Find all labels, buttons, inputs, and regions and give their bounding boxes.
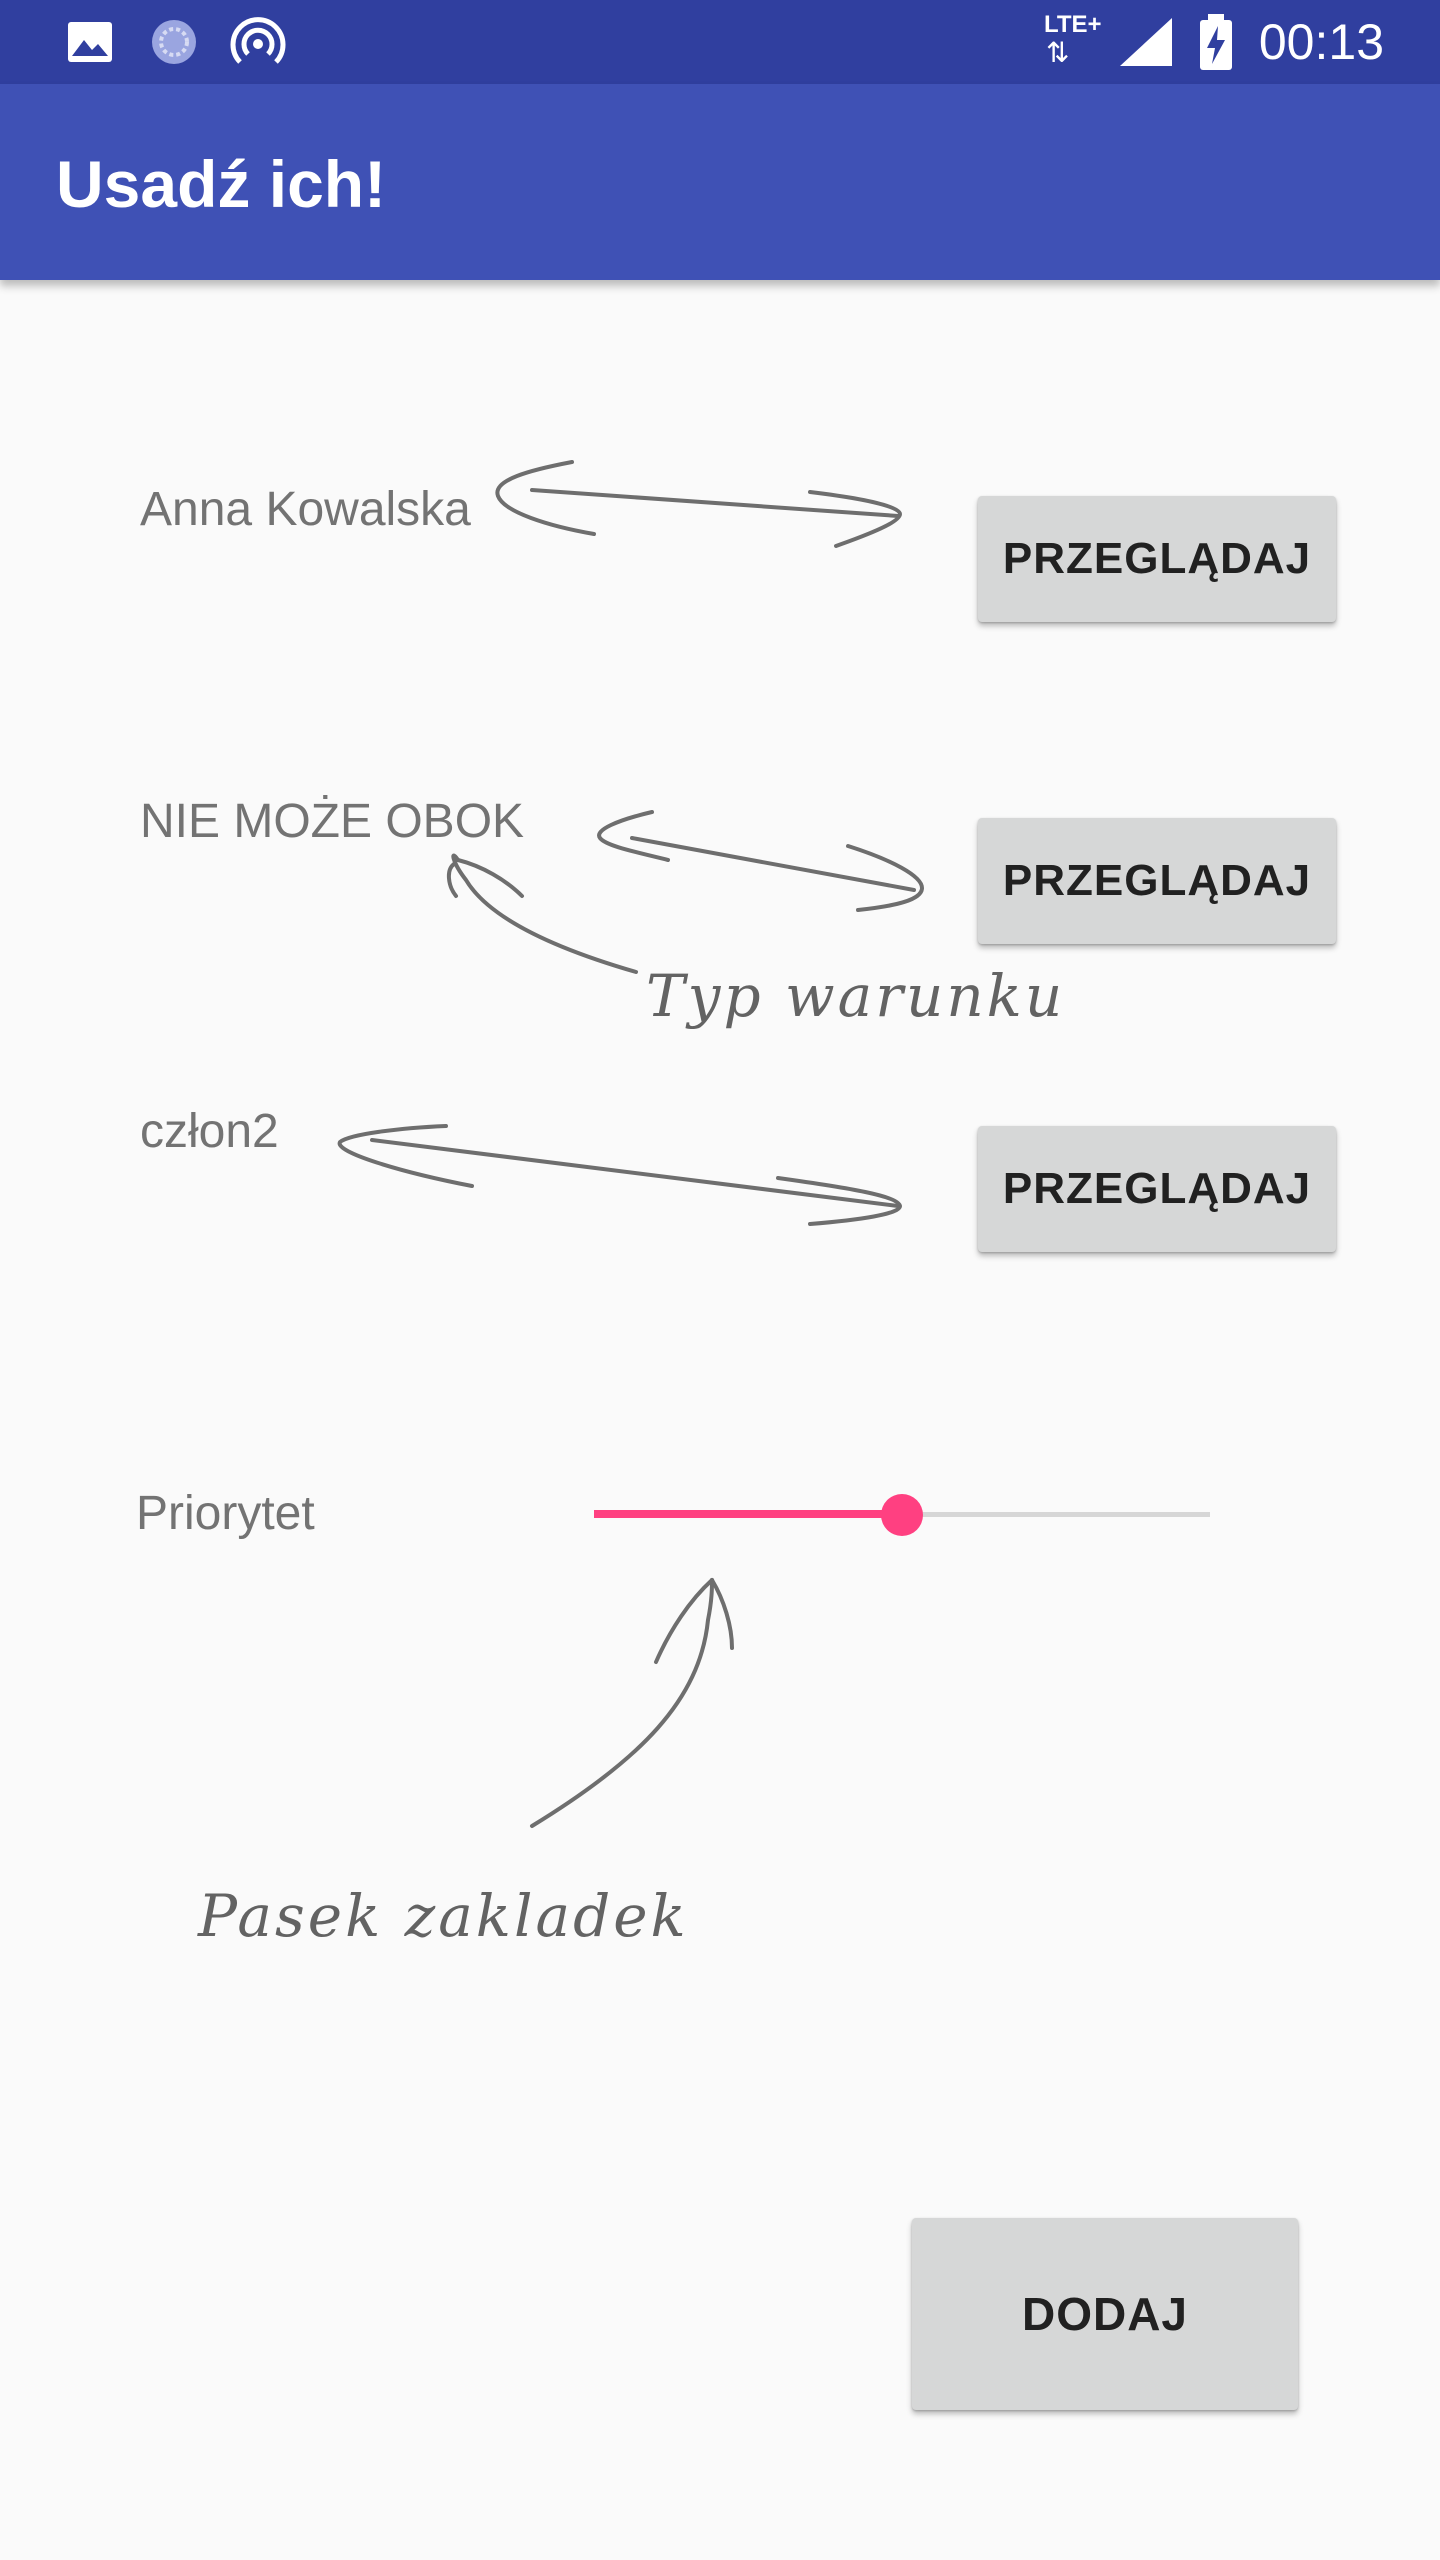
condition-type-label: NIE MOŻE OBOK (140, 795, 525, 848)
data-arrows-icon: ⇅ (1046, 37, 1070, 68)
image-icon (68, 22, 112, 62)
network-type-label: LTE+ (1044, 11, 1102, 38)
app-bar: Usadź ich! (0, 84, 1440, 280)
status-bar: LTE+ ⇅ 00:13 (0, 0, 1440, 84)
add-button[interactable]: DODAJ (912, 2218, 1298, 2410)
signal-icon (1120, 18, 1172, 66)
condition-type-annotation: Typ warunku (646, 962, 1066, 1030)
curved-arrow-icon (530, 1578, 734, 1828)
priority-slider[interactable] (594, 1480, 1210, 1548)
hotspot-icon (230, 17, 286, 64)
browse-person-button[interactable]: PRZEGLĄDAJ (978, 496, 1336, 622)
lte-icon: LTE+ ⇅ (1044, 11, 1102, 72)
slider-fill (594, 1510, 902, 1518)
slider-thumb[interactable] (881, 1494, 923, 1536)
browse-condition-button[interactable]: PRZEGLĄDAJ (978, 818, 1336, 944)
status-time: 00:13 (1258, 14, 1384, 70)
sync-icon (152, 20, 196, 64)
second-member-label: człon2 (140, 1105, 279, 1158)
person-label: Anna Kowalska (140, 483, 471, 536)
double-arrow-icon (597, 810, 924, 912)
tab-bar-annotation: Pasek zakladek (198, 1882, 689, 1950)
curved-arrow-icon (447, 853, 638, 974)
app-title: Usadź ich! (56, 147, 387, 221)
double-arrow-icon (337, 1124, 902, 1226)
double-arrow-icon (495, 460, 902, 548)
battery-charging-icon (1200, 14, 1232, 70)
priority-label: Priorytet (136, 1487, 315, 1540)
browse-second-member-button[interactable]: PRZEGLĄDAJ (978, 1126, 1336, 1252)
